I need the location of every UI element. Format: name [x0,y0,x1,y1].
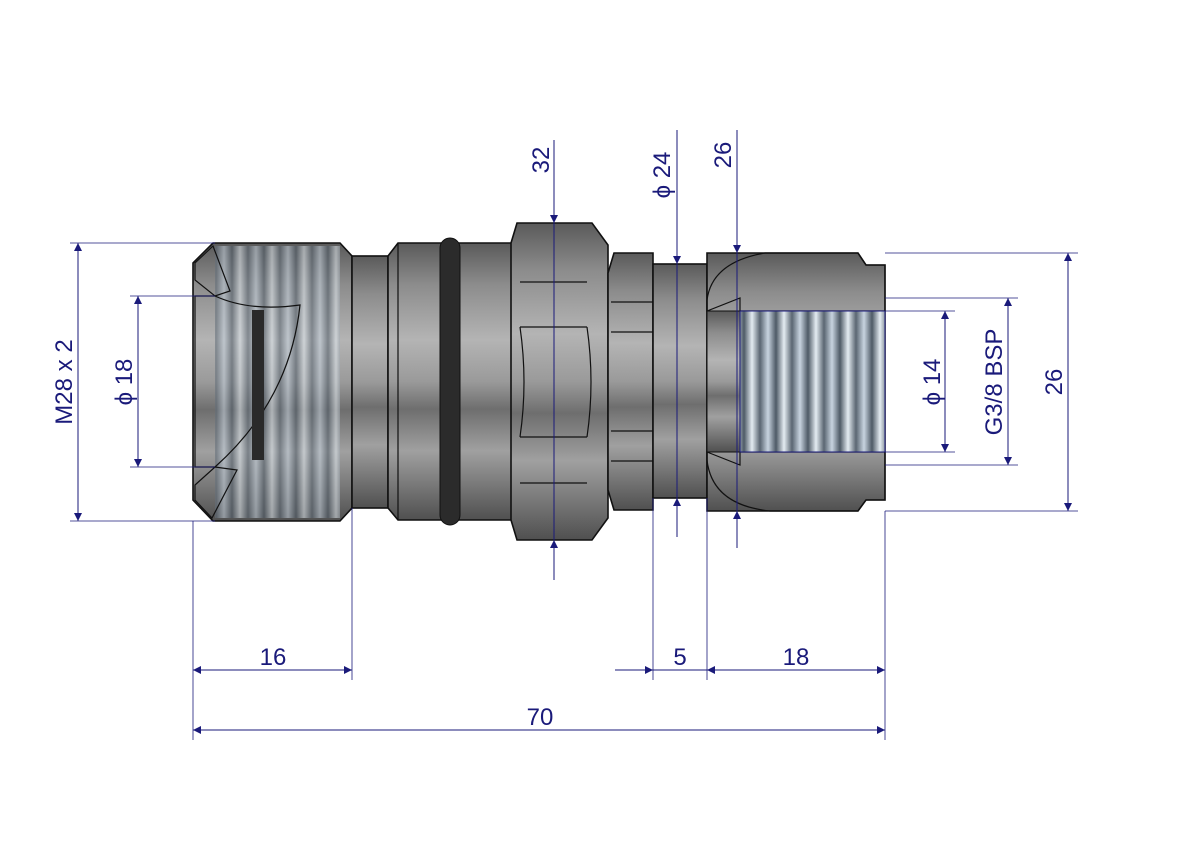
dim-nut-26: 26 [1041,369,1068,396]
dim-length-70: 70 [527,704,554,731]
dim-bore-18: ϕ 18 [111,359,138,406]
dim-bore-14: ϕ 14 [919,359,946,406]
hex-nut-32 [510,222,609,541]
neck [351,255,389,509]
left-cutaway [194,295,301,468]
inner-groove [252,310,264,460]
dimensions: M28 x 2 ϕ 18 32 ϕ 24 26 ϕ 14 G3/8 BSP [51,130,1078,740]
neck-24 [652,263,708,499]
dim-hex-26: 26 [710,142,737,169]
hex-26 [607,252,654,511]
o-ring [439,237,461,526]
nut-internal-thread [739,310,886,453]
dim-thread-m28: M28 x 2 [51,339,78,424]
nut-hatch-top [706,252,886,312]
dim-length-18: 18 [783,644,810,671]
left-hatch-top [194,244,231,297]
dim-length-16: 16 [260,644,287,671]
nut-hatch-bottom [706,451,886,512]
dim-hex-32: 32 [528,147,555,174]
nut-bore [706,310,741,453]
dim-neck-24: ϕ 24 [649,152,676,199]
left-hatch-bottom [194,466,238,520]
coupling-part [192,222,886,541]
dim-length-5: 5 [673,644,686,671]
dim-thread-bsp: G3/8 BSP [981,329,1008,436]
